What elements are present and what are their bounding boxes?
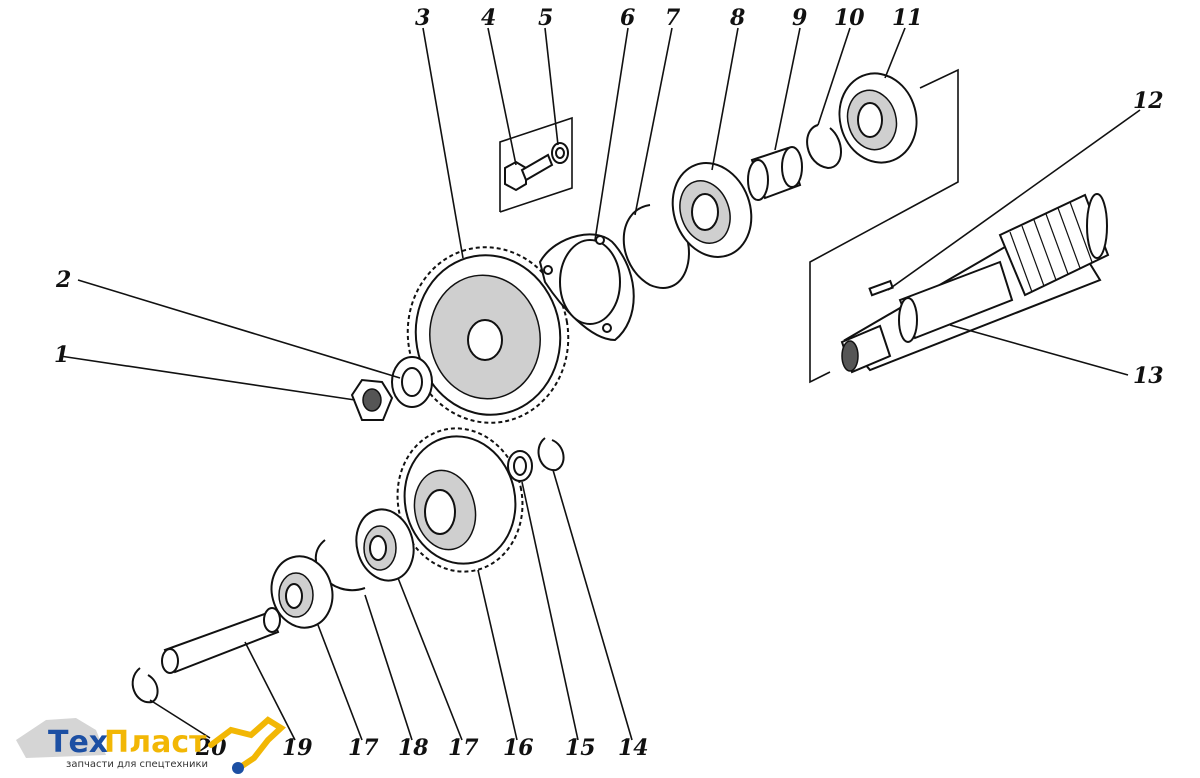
logo-name-part1: Тех [48,725,108,760]
part-15-ring [507,450,533,482]
leader-lines [59,27,1141,741]
label-13: 13 [1133,363,1164,389]
label-15: 15 [565,735,596,761]
part-7-snap-ring [622,204,690,289]
part-3-large-gear [406,246,570,424]
label-9: 9 [792,5,807,31]
label-14: 14 [618,735,649,761]
loader-silhouette-icon [16,718,106,758]
logo-tagline: запчасти для спецтехники [66,759,208,770]
part-14-snap-ring [537,437,565,472]
label-4: 4 [481,5,496,31]
part-4-5-bolt-group [499,116,573,213]
part-2-washer [391,356,433,408]
part-11-bearing [838,72,918,164]
techplast-logo: Тех Пласт запчасти для спецтехники [16,716,286,774]
label-2: 2 [55,267,71,293]
label-6: 6 [620,5,635,31]
label-5: 5 [538,5,553,31]
label-12: 12 [1133,88,1164,114]
part-13-shaft [840,193,1110,374]
label-17-left: 17 [348,735,379,761]
part-20-snap-ring [131,667,159,704]
label-1: 1 [54,342,69,368]
part-6-flange [538,233,635,342]
label-19: 19 [282,735,313,761]
label-10: 10 [834,5,865,31]
label-11: 11 [892,5,923,31]
part-1-nut [350,378,394,421]
label-3: 3 [415,5,430,31]
part-19-pin [161,607,281,674]
label-16: 16 [503,735,534,761]
part-17-bearing-lower [270,555,334,629]
logo-name-part2: Пласт [104,725,207,760]
part-13-bracket [809,68,959,384]
part-8-bearing [671,162,753,258]
part-16-gear [396,427,524,573]
label-17-right: 17 [448,735,479,761]
label-8: 8 [729,5,745,31]
part-9-bushing [747,146,803,201]
label-7: 7 [665,5,681,31]
part-10-ring [806,124,842,170]
part-17-bearing-upper [355,508,415,582]
label-18: 18 [398,735,429,761]
excavator-arm-icon [208,716,286,774]
part-number-labels: 1 2 3 4 5 6 7 8 9 10 11 12 13 14 15 16 1… [54,5,1164,761]
